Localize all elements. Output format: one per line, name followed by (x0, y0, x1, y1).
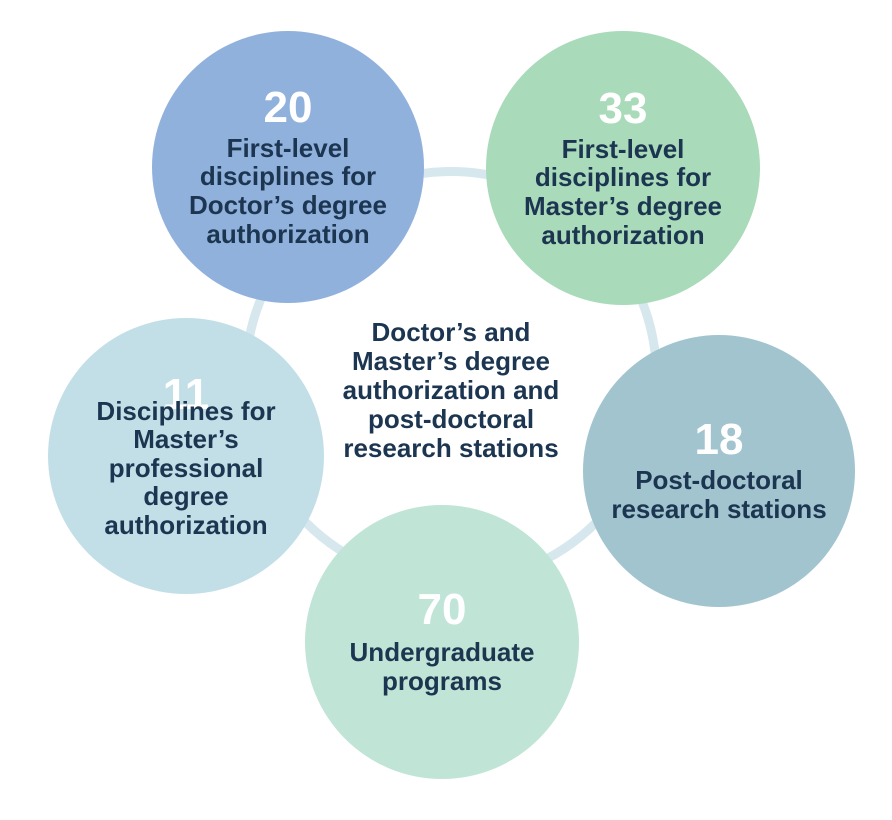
professional-degree-label: Disciplines for Master’s professional de… (96, 395, 276, 540)
professional-degree-node: 11 Disciplines for Master’s professional… (48, 318, 324, 594)
master-degree-label: First-level disciplines for Master’s deg… (524, 133, 722, 250)
doctor-degree-count: 20 (263, 82, 313, 132)
undergraduate-node: 70 Undergraduate programs (305, 505, 579, 779)
center-label: Doctor’s and Master’s degree authorizati… (342, 317, 560, 464)
doctor-degree-node: 20 First-level disciplines for Doctor’s … (152, 31, 424, 303)
postdoctoral-node: 18 Post-doctoral research stations (583, 335, 855, 607)
postdoctoral-count: 18 (694, 415, 744, 465)
doctor-degree-label: First-level disciplines for Doctor’s deg… (189, 132, 387, 249)
professional-degree-count: 11 (162, 369, 210, 419)
master-degree-count: 33 (598, 83, 648, 133)
master-degree-node: 33 First-level disciplines for Master’s … (486, 31, 760, 305)
undergraduate-count: 70 (417, 585, 467, 635)
undergraduate-label: Undergraduate programs (349, 637, 535, 696)
postdoctoral-label: Post-doctoral research stations (611, 465, 827, 524)
